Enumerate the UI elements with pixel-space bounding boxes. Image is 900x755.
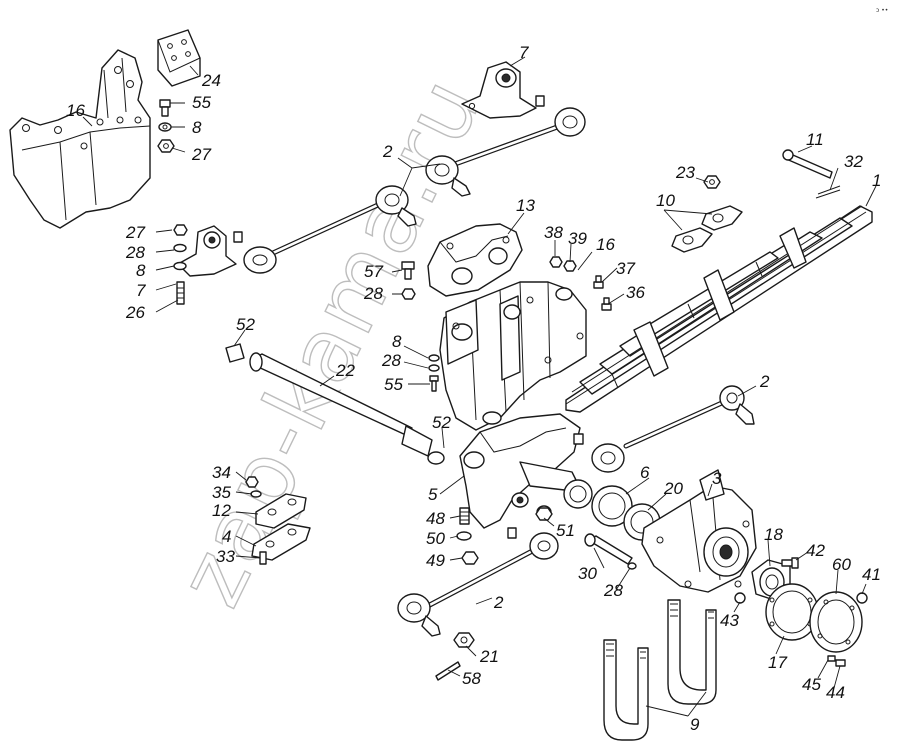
shackles-part-10 (671, 149, 841, 253)
label-21: 21 (479, 647, 499, 666)
label-26: 26 (125, 303, 145, 322)
plate-part-24 (157, 29, 201, 87)
reaction-rod-upper-right (425, 95, 586, 197)
support-part-7-left (173, 224, 237, 305)
label-8: 8 (136, 261, 146, 280)
label-20: 20 (663, 479, 683, 498)
label-2: 2 (382, 142, 393, 161)
cap-part-13 (427, 223, 523, 297)
saddle-housing-part-5 (459, 413, 593, 529)
label-55: 55 (384, 375, 403, 394)
bolt-washer-stack-top (157, 99, 175, 153)
label-36: 36 (626, 283, 645, 302)
label-13: 13 (516, 196, 535, 215)
label-1: 1 (872, 171, 881, 190)
bracket-part-16 (9, 49, 151, 229)
label-38: 38 (544, 223, 563, 242)
label-6: 6 (640, 463, 650, 482)
label-58: 58 (462, 669, 481, 688)
fasteners-center (428, 354, 440, 392)
label-52: 52 (432, 413, 451, 432)
label-48: 48 (426, 509, 445, 528)
u-bolts-part-9 (603, 599, 717, 741)
label-4: 4 (222, 527, 231, 546)
label-55: 55 (192, 93, 211, 112)
label-41: 41 (862, 565, 881, 584)
label-8: 8 (392, 332, 402, 351)
fasteners-lower-center (456, 507, 553, 565)
label-34: 34 (212, 463, 231, 482)
label-5: 5 (428, 485, 438, 504)
label-10: 10 (656, 191, 675, 210)
reaction-rod-lower (397, 527, 559, 637)
label-33: 33 (216, 547, 235, 566)
label-2: 2 (493, 593, 504, 612)
label-32: 32 (844, 152, 863, 171)
label-52: 52 (236, 315, 255, 334)
label-45: 45 (802, 675, 821, 694)
label-17: 17 (768, 653, 787, 672)
label-2: 2 (759, 372, 770, 391)
label-44: 44 (826, 683, 845, 702)
label-8: 8 (192, 118, 202, 137)
leader-lines (82, 56, 877, 717)
bolt-part-30 (584, 533, 637, 570)
fasteners-mid (401, 256, 612, 311)
bracket-assembly-center (439, 281, 587, 431)
hub-cover-parts (734, 557, 868, 667)
label-43: 43 (720, 611, 739, 630)
leaf-spring-part-1 (565, 205, 873, 413)
part-number-labels: 1 2 2 2 2 3 4 5 6 7 7 8 8 8 9 10 11 12 1… (66, 43, 881, 734)
corner-mark: ↄ •• (876, 7, 888, 14)
label-27: 27 (125, 223, 145, 242)
label-24: 24 (201, 71, 221, 90)
label-37: 37 (616, 259, 635, 278)
label-16: 16 (66, 101, 85, 120)
reaction-rod-upper-left (233, 185, 417, 274)
label-49: 49 (426, 551, 445, 570)
label-50: 50 (426, 529, 445, 548)
support-part-7-top (461, 61, 537, 119)
label-9: 9 (690, 715, 700, 734)
label-39: 39 (568, 229, 587, 248)
label-22: 22 (335, 361, 355, 380)
label-30: 30 (578, 564, 597, 583)
label-11: 11 (806, 130, 824, 149)
label-57: 57 (364, 262, 383, 281)
label-28: 28 (603, 581, 623, 600)
label-7: 7 (519, 43, 529, 62)
label-3: 3 (712, 469, 722, 488)
hub-housing-part-3 (641, 469, 757, 593)
axle-part-22 (225, 343, 445, 465)
label-51: 51 (556, 521, 575, 540)
label-27: 27 (191, 145, 211, 164)
nut-cotter-21-58 (435, 632, 475, 681)
reaction-rod-right (573, 385, 755, 473)
label-28: 28 (381, 351, 401, 370)
label-7: 7 (136, 281, 146, 300)
label-28: 28 (363, 284, 383, 303)
label-18: 18 (764, 525, 783, 544)
label-42: 42 (806, 541, 825, 560)
label-60: 60 (832, 555, 851, 574)
label-12: 12 (212, 501, 231, 520)
label-35: 35 (212, 483, 231, 502)
label-16: 16 (596, 235, 615, 254)
label-23: 23 (675, 163, 695, 182)
plates-part-12-4 (245, 476, 311, 565)
label-28: 28 (125, 243, 145, 262)
